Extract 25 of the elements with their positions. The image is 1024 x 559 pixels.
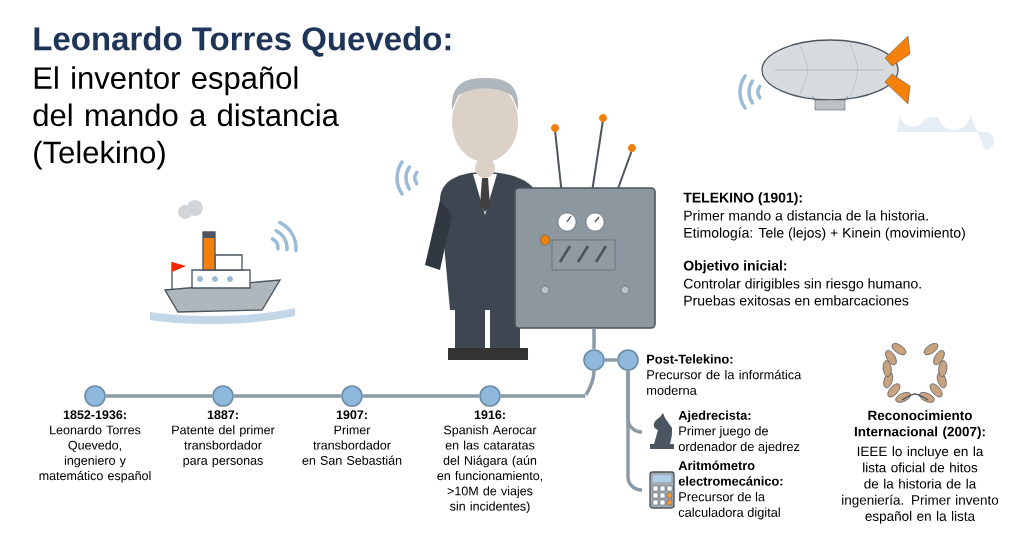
junction-dot	[583, 349, 605, 371]
heading: Reconocimiento Internacional (2007):	[854, 410, 985, 440]
event-text: 1887: Patente del primer transbordador para personas	[172, 410, 275, 468]
info-text: Controlar dirigibles sin riesgo humano.	[684, 278, 921, 292]
info-text: Etimología: Tele (lejos) + Kinein (movimiento)	[684, 227, 965, 241]
milestone-text: Post-Telekino: Precursor de la informática moderna	[647, 354, 802, 395]
milestone-text: Aritmómetro electromecánico: Precursor de la calculadora digital	[678, 460, 783, 520]
event-text: 1852-1936: Leonardo Torres Quevedo, ingeniero y matemático español	[39, 410, 151, 483]
event-text: 1916: Spanish Aerocar en las cataratas del Niágara (aún en funcionamiento, >10M de viajes sin incidentes)	[437, 410, 543, 514]
heading: Objetivo inicial:	[683, 260, 787, 274]
telekino-machine-drawing	[514, 114, 656, 329]
timeline-line	[500, 370, 596, 398]
info-text: Pruebas exitosas en embarcaciones	[684, 295, 909, 306]
connector-line	[592, 328, 596, 350]
title: Leonardo Torres Quevedo:	[34, 26, 451, 57]
connector-line	[604, 358, 618, 362]
timeline-line	[362, 394, 480, 398]
milestone-text: Ajedrecista: Primer juego de ordenador de ajedrez	[678, 410, 800, 454]
heading: TELEKINO (1901):	[683, 192, 802, 206]
event-text: 1907: Primer transbordador en San Sebastián	[302, 410, 402, 465]
info-text: Primer mando a distancia de la historia.	[684, 210, 928, 221]
subtitle: El inventor español del mando a distancia (Telekino)	[33, 66, 339, 170]
info-text: IEEE lo incluye en la lista oficial de hitos de la historia de la ingeniería. Primer invento español en la lista	[842, 446, 999, 524]
timeline-line	[233, 394, 342, 398]
timeline-line	[105, 394, 213, 398]
